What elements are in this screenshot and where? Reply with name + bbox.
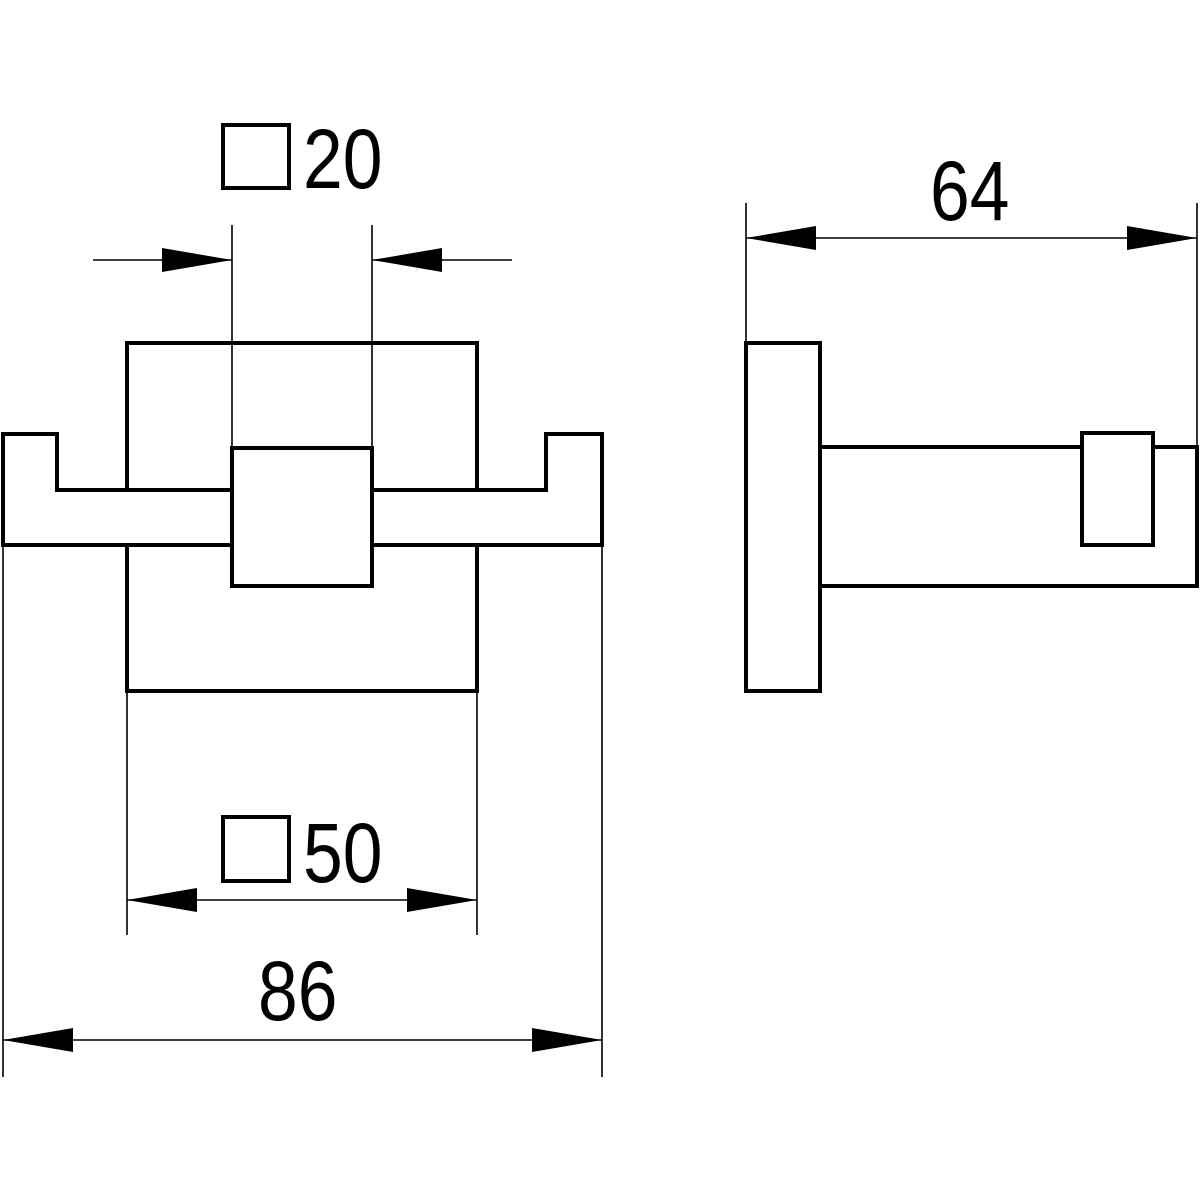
hook-center-block — [230, 446, 374, 588]
dimension-label-50: 50 — [303, 805, 382, 900]
dimension-plate-50: 50 — [126, 691, 478, 935]
side-hook-tip — [1080, 431, 1155, 547]
arrow-left-icon — [127, 888, 197, 912]
dimension-width-86: 86 — [2, 545, 603, 1077]
side-wall-plate — [744, 341, 822, 693]
dimension-hook-20: 20 — [93, 111, 512, 448]
arrow-right-icon — [1127, 226, 1197, 250]
side-view — [744, 341, 1199, 693]
dimension-label-20: 20 — [303, 111, 382, 206]
arrow-right-icon — [532, 1028, 602, 1052]
arrow-right-icon — [407, 888, 477, 912]
arrow-left-icon — [746, 226, 816, 250]
dimension-depth-64: 64 — [745, 143, 1198, 447]
square-symbol-icon — [221, 123, 291, 190]
double-hook-bar — [1, 432, 604, 547]
dimension-label-64: 64 — [930, 143, 1009, 238]
front-view — [1, 341, 604, 693]
square-symbol-icon — [221, 815, 291, 883]
arrow-left-icon — [3, 1028, 73, 1052]
dimension-label-86: 86 — [258, 943, 337, 1038]
arrow-left-icon — [372, 248, 442, 272]
arrow-right-icon — [162, 248, 232, 272]
